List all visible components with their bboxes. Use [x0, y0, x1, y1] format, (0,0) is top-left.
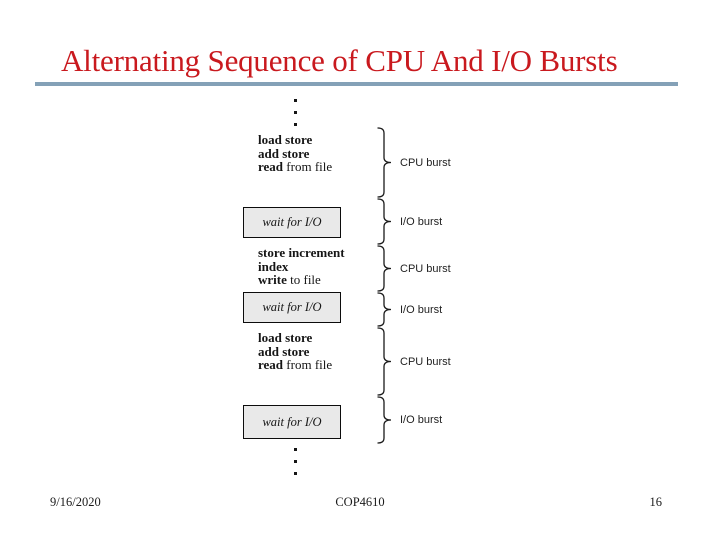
- vertical-ellipsis-top-icon: [294, 99, 297, 126]
- code-text: from file: [283, 357, 333, 372]
- code-text: load store: [258, 330, 313, 345]
- curly-brace-icon: [377, 327, 392, 396]
- footer-page-number: 16: [649, 495, 663, 509]
- code-line: write to file: [258, 273, 345, 287]
- code-text: load store: [258, 132, 313, 147]
- title-divider: [35, 82, 678, 86]
- code-line: add store: [258, 145, 332, 161]
- curly-brace-icon: [377, 127, 392, 198]
- footer-course: COP4610: [335, 495, 385, 509]
- burst-label-cpu-2: CPU burst: [400, 263, 451, 275]
- code-text: add store: [258, 145, 310, 161]
- burst-label-cpu-3: CPU burst: [400, 356, 451, 368]
- wait-io-label: wait for I/O: [262, 215, 322, 229]
- curly-brace-icon: [377, 396, 392, 444]
- burst-label-cpu-1: CPU burst: [400, 157, 451, 169]
- dot: [294, 123, 297, 126]
- code-block-3: load store add store read from file: [258, 331, 332, 372]
- code-line: load store: [258, 133, 332, 147]
- burst-braces: [377, 127, 392, 444]
- wait-io-box-2: wait for I/O: [243, 292, 341, 323]
- burst-label-io-3: I/O burst: [400, 414, 443, 426]
- curly-brace-icon: [377, 292, 392, 327]
- footer-date: 9/16/2020: [50, 495, 101, 509]
- dot: [294, 448, 297, 451]
- dot: [294, 460, 297, 463]
- curly-brace-icon: [377, 245, 392, 292]
- burst-label-io-1: I/O burst: [400, 216, 443, 228]
- page-title: Alternating Sequence of CPU And I/O Burs…: [61, 42, 618, 78]
- code-text: from file: [283, 159, 333, 174]
- wait-io-label: wait for I/O: [262, 300, 322, 314]
- dot: [294, 111, 297, 114]
- code-text: index: [258, 258, 289, 274]
- dot: [294, 472, 297, 475]
- code-line: index: [258, 258, 345, 274]
- code-line: read from file: [258, 358, 332, 372]
- code-text: add store: [258, 343, 310, 359]
- code-text: to file: [286, 272, 321, 287]
- dot: [294, 99, 297, 102]
- code-line: load store: [258, 331, 332, 345]
- code-text: write: [258, 272, 287, 287]
- wait-io-label: wait for I/O: [262, 414, 322, 429]
- code-block-2: store increment index write to file: [258, 246, 345, 287]
- code-text: read: [258, 159, 284, 174]
- code-line: read from file: [258, 160, 332, 174]
- code-line: add store: [258, 343, 332, 359]
- code-text: read: [258, 357, 284, 372]
- code-block-1: load store add store read from file: [258, 133, 332, 174]
- code-line: store increment: [258, 246, 345, 260]
- vertical-ellipsis-bottom-icon: [294, 448, 297, 475]
- wait-io-box-3: wait for I/O: [243, 405, 341, 439]
- code-text: store increment: [258, 245, 345, 260]
- curly-brace-icon: [377, 198, 392, 245]
- burst-label-io-2: I/O burst: [400, 304, 443, 316]
- wait-io-box-1: wait for I/O: [243, 207, 341, 238]
